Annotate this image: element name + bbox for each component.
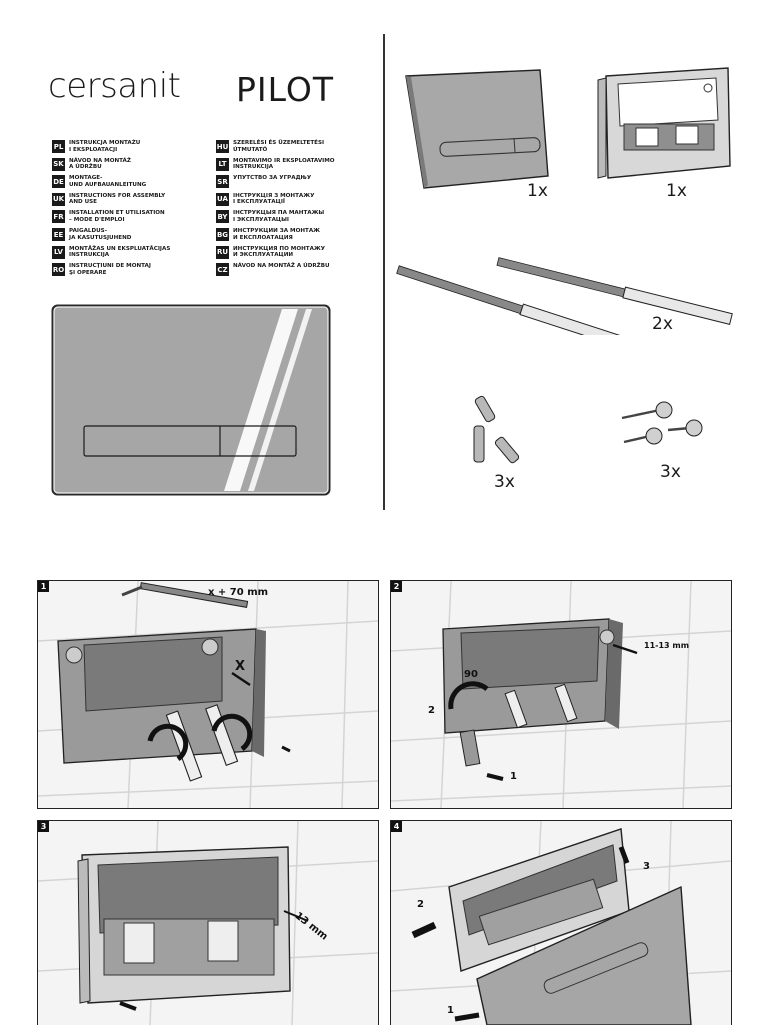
- language-title: NÁVOD NA MONTÁŽ A ÚDRŽBU: [69, 157, 131, 171]
- frame-quantity: 1x: [666, 181, 687, 201]
- dowels-quantity: 3x: [494, 472, 515, 492]
- language-title: УПУТСТВО ЗА УГРАДЊУ: [233, 175, 312, 182]
- language-code-badge: PL: [52, 140, 65, 153]
- language-entry-bg: BG ИНСТРУКЦИИ ЗА МОНТАЖ И ЕКСПЛОАТАЦИЯ: [216, 228, 320, 241]
- language-entry-pl: PL INSTRUKCJA MONTAŻU I EKSPLOATACJI: [52, 140, 140, 153]
- step-2-panel: 2 11-13 mm 90 2 1: [390, 580, 732, 809]
- language-entry-cz: CZ NÁVOD NA MONTÁŽ A ÚDRŽBU: [216, 263, 330, 277]
- language-title: INSTRUCTIONS FOR ASSEMBLY AND USE: [69, 192, 166, 206]
- step-2-order-2: 2: [428, 705, 435, 716]
- part-plate-icon: [405, 69, 549, 189]
- step-2-gap-label: 11-13 mm: [644, 641, 690, 650]
- step-2-number: 2: [391, 581, 402, 592]
- step-2-angle-label: 90: [464, 669, 478, 680]
- language-code-badge: EE: [52, 228, 65, 241]
- part-frame-icon: [597, 67, 731, 179]
- language-code-badge: UA: [216, 192, 229, 206]
- language-title: ІНСТРУКЦЫЯ ПА МАНТАЖЫ І ЭКСПЛУАТАЦЫІ: [233, 210, 325, 223]
- step-4-number: 4: [391, 821, 402, 832]
- part-screws-icon: [621, 401, 703, 445]
- language-code-badge: RU: [216, 245, 229, 259]
- language-entry-lv: LV MONTĀŽAS UN EKSPLUATĀCIJAS INSTRUKCIJA: [52, 245, 171, 259]
- language-code-badge: RO: [52, 263, 65, 277]
- language-title: MONTAVIMO IR EKSPLOATAVIMO INSTRUKCIJA: [233, 157, 335, 171]
- language-code-badge: CZ: [216, 263, 229, 277]
- flush-plate-illustration: [51, 304, 331, 496]
- language-code-badge: UK: [52, 192, 65, 206]
- language-entry-by: BY ІНСТРУКЦЫЯ ПА МАНТАЖЫ І ЭКСПЛУАТАЦЫІ: [216, 210, 325, 224]
- step-2-order-1: 1: [510, 771, 517, 782]
- language-title: INSTRUCŢIUNI DE MONTAJ ŞI OPERARE: [69, 263, 151, 276]
- language-entry-lt: LT MONTAVIMO IR EKSPLOATAVIMO INSTRUKCIJA: [216, 157, 335, 171]
- step-1-length-label: x + 70 mm: [208, 587, 269, 598]
- language-title: NÁVOD NA MONTÁŽ A ÚDRŽBU: [233, 263, 330, 270]
- language-title: MONTĀŽAS UN EKSPLUATĀCIJAS INSTRUKCIJA: [69, 245, 171, 259]
- language-title: MONTAGE- UND AUFBAUANLEITUNG: [69, 175, 147, 188]
- rods-quantity: 2x: [652, 314, 673, 334]
- language-title: INSTALLATION ET UTILISATION – MODE D'EMP…: [69, 210, 165, 223]
- step-4-order-2: 2: [417, 899, 424, 910]
- language-code-badge: LV: [52, 245, 65, 259]
- language-entry-ua: UA ІНСТРУКЦІЯ З МОНТАЖУ І ЕКСПЛУАТАЦІЇ: [216, 192, 315, 206]
- step-1-panel: 1 x + 70 mm X: [37, 580, 379, 809]
- language-entry-fr: FR INSTALLATION ET UTILISATION – MODE D'E…: [52, 210, 165, 224]
- screws-quantity: 3x: [660, 462, 681, 482]
- vertical-divider: [383, 34, 385, 510]
- step-4-panel: 4 2 3 1: [390, 820, 732, 1025]
- plate-quantity: 1x: [527, 181, 548, 201]
- language-code-badge: FR: [52, 210, 65, 224]
- language-code-badge: BY: [216, 210, 229, 224]
- language-code-badge: SR: [216, 175, 229, 189]
- language-entry-ro: RO INSTRUCŢIUNI DE MONTAJ ŞI OPERARE: [52, 263, 151, 277]
- language-entry-ru: RU ИНСТРУКЦИЯ ПО МОНТАЖУ И ЭКСПЛУАТАЦИИ: [216, 245, 326, 259]
- language-title: SZERELÉSI ÉS ÜZEMELTETÉSI ÚTMUTATÓ: [233, 140, 325, 153]
- part-dowels-icon: [473, 395, 520, 464]
- language-entry-uk: UK INSTRUCTIONS FOR ASSEMBLY AND USE: [52, 192, 166, 206]
- language-title: ИНСТРУКЦИИ ЗА МОНТАЖ И ЕКСПЛОАТАЦИЯ: [233, 228, 321, 241]
- language-code-badge: SK: [52, 157, 65, 171]
- language-title: INSTRUKCJA MONTAŻU I EKSPLOATACJI: [69, 140, 141, 153]
- part-rods-icon: [396, 257, 733, 335]
- brand-logo: cersanit: [48, 66, 181, 106]
- language-title: ИНСТРУКЦИЯ ПО МОНТАЖУ И ЭКСПЛУАТАЦИИ: [233, 245, 326, 259]
- step-4-order-1: 1: [447, 1005, 454, 1016]
- language-title: ІНСТРУКЦІЯ З МОНТАЖУ І ЕКСПЛУАТАЦІЇ: [233, 192, 315, 206]
- step-3-panel: 3 13 mm: [37, 820, 379, 1025]
- language-entry-hu: HU SZERELÉSI ÉS ÜZEMELTETÉSI ÚTMUTATÓ: [216, 140, 324, 153]
- language-entry-sr: SR УПУТСТВО ЗА УГРАДЊУ: [216, 175, 312, 189]
- language-entry-de: DE MONTAGE- UND AUFBAUANLEITUNG: [52, 175, 147, 189]
- step-1-number: 1: [38, 581, 49, 592]
- language-entry-sk: SK NÁVOD NA MONTÁŽ A ÚDRŽBU: [52, 157, 131, 171]
- step-4-order-3: 3: [643, 861, 650, 872]
- language-code-badge: BG: [216, 228, 229, 241]
- language-code-badge: HU: [216, 140, 229, 153]
- step-3-number: 3: [38, 821, 49, 832]
- step-1-x-label: X: [235, 659, 246, 674]
- language-title: PAIGALDUS- JA KASUTUSJUHEND: [69, 228, 132, 241]
- language-code-badge: DE: [52, 175, 65, 189]
- language-entry-ee: EE PAIGALDUS- JA KASUTUSJUHEND: [52, 228, 131, 241]
- product-name: PILOT: [236, 70, 334, 109]
- language-code-badge: LT: [216, 157, 229, 171]
